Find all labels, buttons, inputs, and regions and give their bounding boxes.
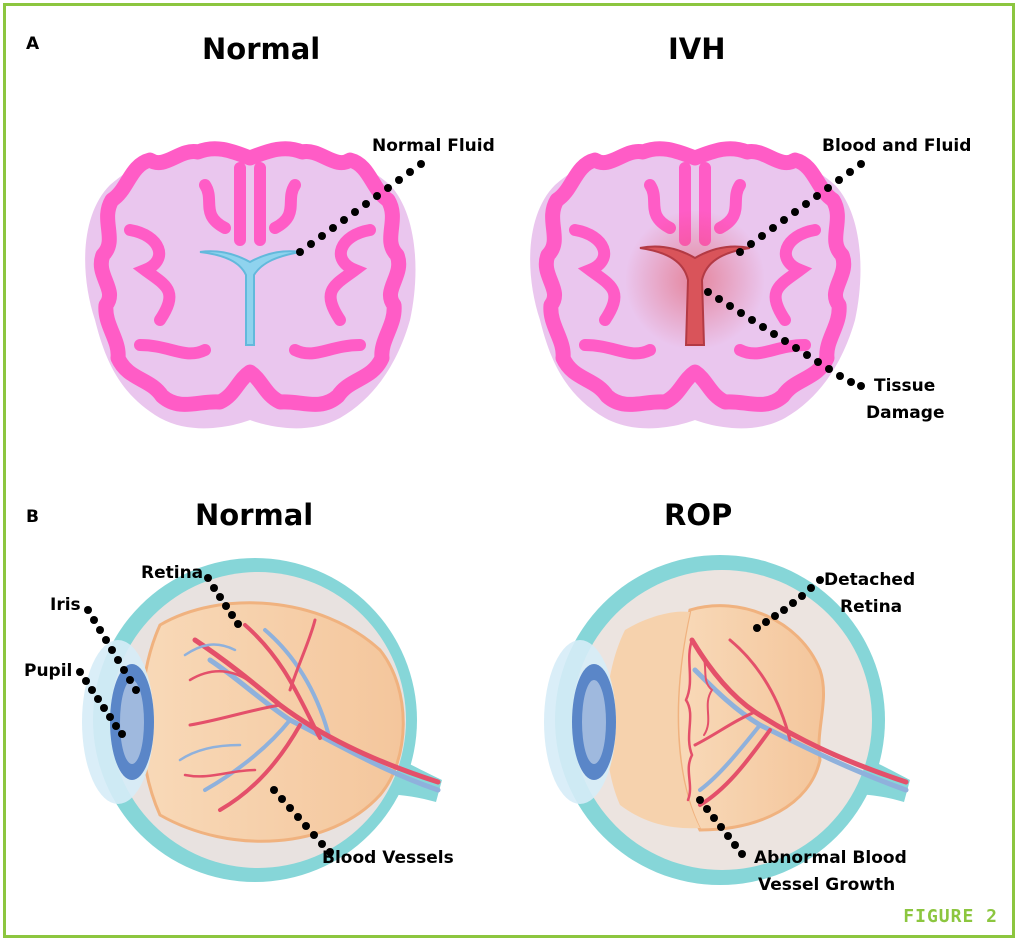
eye-normal-pupil: [120, 680, 144, 764]
panel-a-left-title: Normal: [202, 32, 320, 66]
blood-and-fluid-label: Blood and Fluid: [822, 133, 971, 160]
detached-retina-label-line2: Retina: [840, 594, 902, 621]
normal-fluid-label: Normal Fluid: [372, 133, 495, 160]
abnormal-vessel-label-line1: Abnormal Blood: [754, 845, 907, 872]
iris-label: Iris: [50, 592, 81, 619]
brain-normal: [85, 145, 425, 428]
panel-a-right-title: IVH: [668, 32, 726, 66]
panel-b-left-title: Normal: [195, 498, 313, 532]
retina-label: Retina: [141, 560, 203, 587]
pupil-label: Pupil: [24, 658, 72, 685]
eye-rop-pupil: [582, 680, 606, 764]
eye-normal: [76, 558, 442, 882]
panel-a-letter: A: [26, 34, 39, 54]
figure-label: FIGURE 2: [903, 906, 998, 927]
tissue-damage-label-line1: Tissue: [874, 373, 935, 400]
brain-ivh: [530, 145, 865, 428]
detached-retina-label-line1: Detached: [824, 567, 915, 594]
abnormal-vessel-label-line2: Vessel Growth: [758, 872, 895, 899]
panel-b-right-title: ROP: [664, 498, 732, 532]
blood-vessels-label: Blood Vessels: [322, 845, 454, 872]
tissue-damage-label-line2: Damage: [866, 400, 944, 427]
panel-b-letter: B: [26, 507, 39, 527]
